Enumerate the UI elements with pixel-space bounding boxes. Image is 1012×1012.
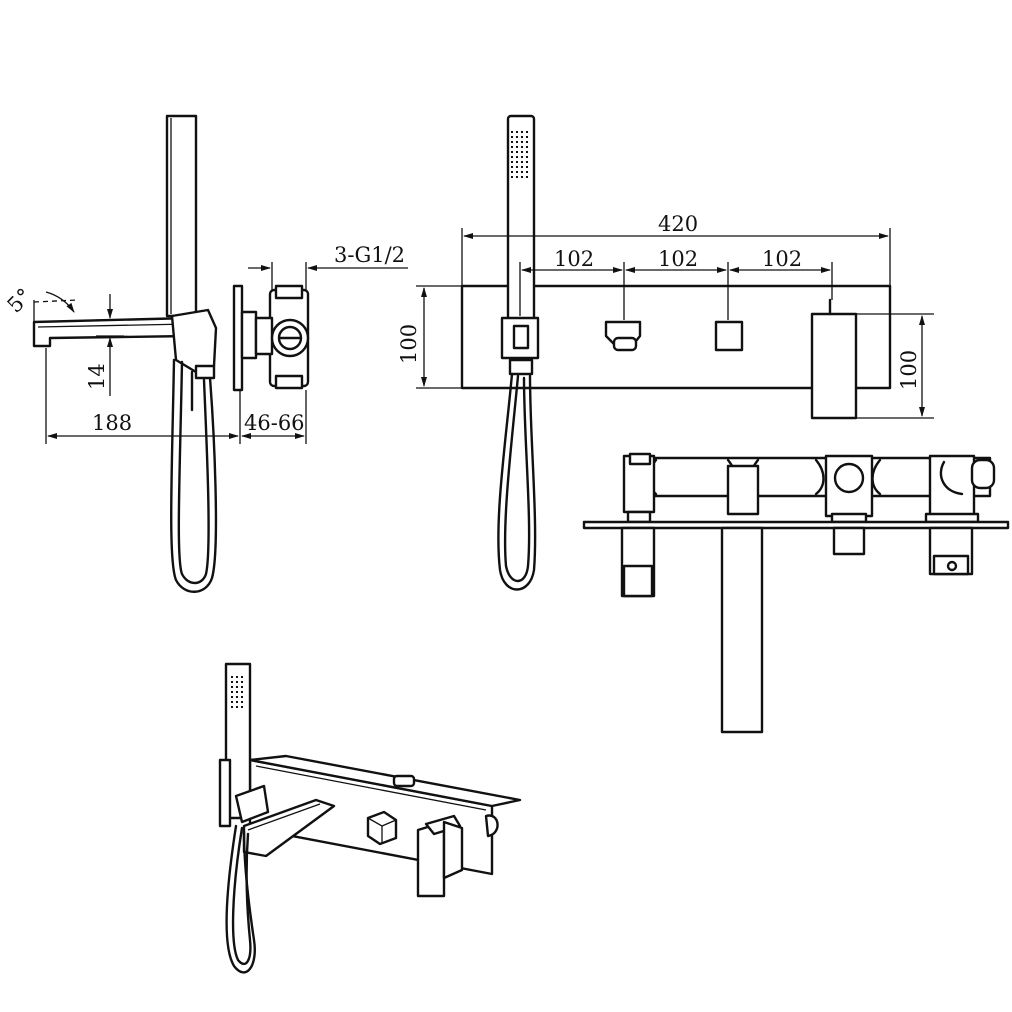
plate-height-right-label: 100	[897, 350, 921, 390]
top-body-2	[726, 464, 760, 516]
front-view: 420 102 102 102 100 100	[397, 114, 934, 591]
side-spout	[32, 316, 192, 348]
top-knob-stem	[832, 526, 866, 556]
wall-depth-label: 46-66	[244, 411, 305, 435]
top-spout	[720, 526, 764, 734]
front-square-knob	[714, 320, 744, 352]
side-hose	[170, 358, 218, 593]
front-hose	[497, 372, 537, 591]
shower-holes	[511, 130, 531, 178]
iso-holder	[234, 784, 270, 824]
top-wall-line	[582, 520, 1010, 530]
thread-label: 3-G1/2	[334, 243, 405, 267]
side-view: 3-G1/2 188 46-66 14 5°	[3, 114, 408, 593]
overall-width-label: 420	[658, 212, 698, 236]
spacing-2-label: 102	[658, 247, 698, 271]
spout-length-label: 188	[92, 411, 132, 435]
spacing-1-label: 102	[554, 247, 594, 271]
plate-height-left-label: 100	[397, 324, 421, 364]
spacing-3-label: 102	[762, 247, 802, 271]
top-body-4	[928, 454, 976, 518]
front-lever	[810, 312, 858, 420]
side-holder	[170, 308, 218, 374]
angle-label: 5°	[3, 284, 37, 318]
iso-view	[218, 662, 522, 974]
spout-drop-label: 14	[85, 363, 109, 390]
top-view	[582, 452, 1010, 734]
